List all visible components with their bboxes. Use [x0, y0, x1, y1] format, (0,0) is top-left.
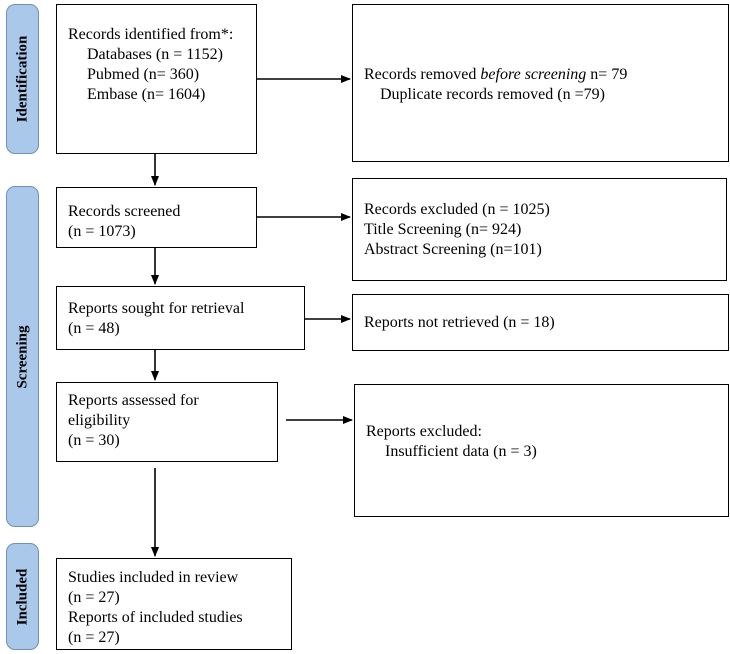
records-removed-prefix: Records removed — [364, 66, 481, 83]
duplicates-removed: Duplicate records removed (n =79) — [380, 86, 605, 103]
reports-assessed-line1: Reports assessed for — [68, 392, 199, 409]
insufficient-data-count: Insufficient data (n = 3) — [385, 443, 537, 460]
reports-excluded-title: Reports excluded: — [366, 423, 482, 440]
reports-sought-count: (n = 48) — [68, 320, 120, 337]
phase-screening: Screening — [6, 186, 39, 527]
studies-included-count: (n = 27) — [68, 589, 120, 606]
phase-included: Included — [6, 543, 39, 650]
records-removed-box: Records removed before screening n= 79 D… — [352, 4, 729, 162]
records-removed-italic: before screening — [480, 66, 587, 83]
abstract-screening-count: Abstract Screening (n=101) — [364, 241, 542, 258]
records-removed-count: n= 79 — [586, 66, 628, 83]
records-removed-title: Records removed before screening n= 79 — [364, 65, 717, 85]
records-excluded-title: Records excluded (n = 1025) — [364, 201, 550, 218]
reports-included-title: Reports of included studies — [68, 609, 243, 626]
databases-count: Databases (n = 1152) — [87, 46, 223, 63]
records-identified-title: Records identified from*: — [68, 26, 234, 43]
embase-count: Embase (n= 1604) — [87, 86, 206, 103]
reports-assessed-count: (n = 30) — [68, 432, 120, 449]
phase-identification: Identification — [6, 4, 39, 154]
records-screened-count: (n = 1073) — [68, 223, 136, 240]
phase-included-label: Included — [14, 568, 30, 625]
studies-included-title: Studies included in review — [68, 569, 239, 586]
reports-assessed-line2: eligibility — [68, 412, 131, 429]
title-screening-count: Title Screening (n= 924) — [364, 221, 522, 238]
reports-excluded-box: Reports excluded: Insufficient data (n =… — [354, 384, 729, 517]
records-identified-box: Records identified from*: Databases (n =… — [56, 4, 257, 154]
reports-sought-box: Reports sought for retrieval (n = 48) — [56, 286, 305, 350]
phase-screening-label: Screening — [14, 324, 30, 389]
records-screened-title: Records screened — [68, 203, 181, 220]
records-screened-box: Records screened (n = 1073) — [56, 187, 257, 248]
studies-included-box: Studies included in review (n = 27) Repo… — [56, 558, 292, 650]
reports-included-count: (n = 27) — [68, 629, 120, 646]
phase-identification-label: Identification — [14, 35, 30, 123]
reports-sought-title: Reports sought for retrieval — [68, 300, 245, 317]
reports-not-retrieved-title: Reports not retrieved (n = 18) — [364, 314, 555, 331]
pubmed-count: Pubmed (n= 360) — [87, 66, 200, 83]
records-excluded-box: Records excluded (n = 1025) Title Screen… — [352, 178, 727, 281]
reports-assessed-box: Reports assessed for eligibility (n = 30… — [56, 382, 278, 462]
reports-not-retrieved-box: Reports not retrieved (n = 18) — [352, 294, 729, 351]
